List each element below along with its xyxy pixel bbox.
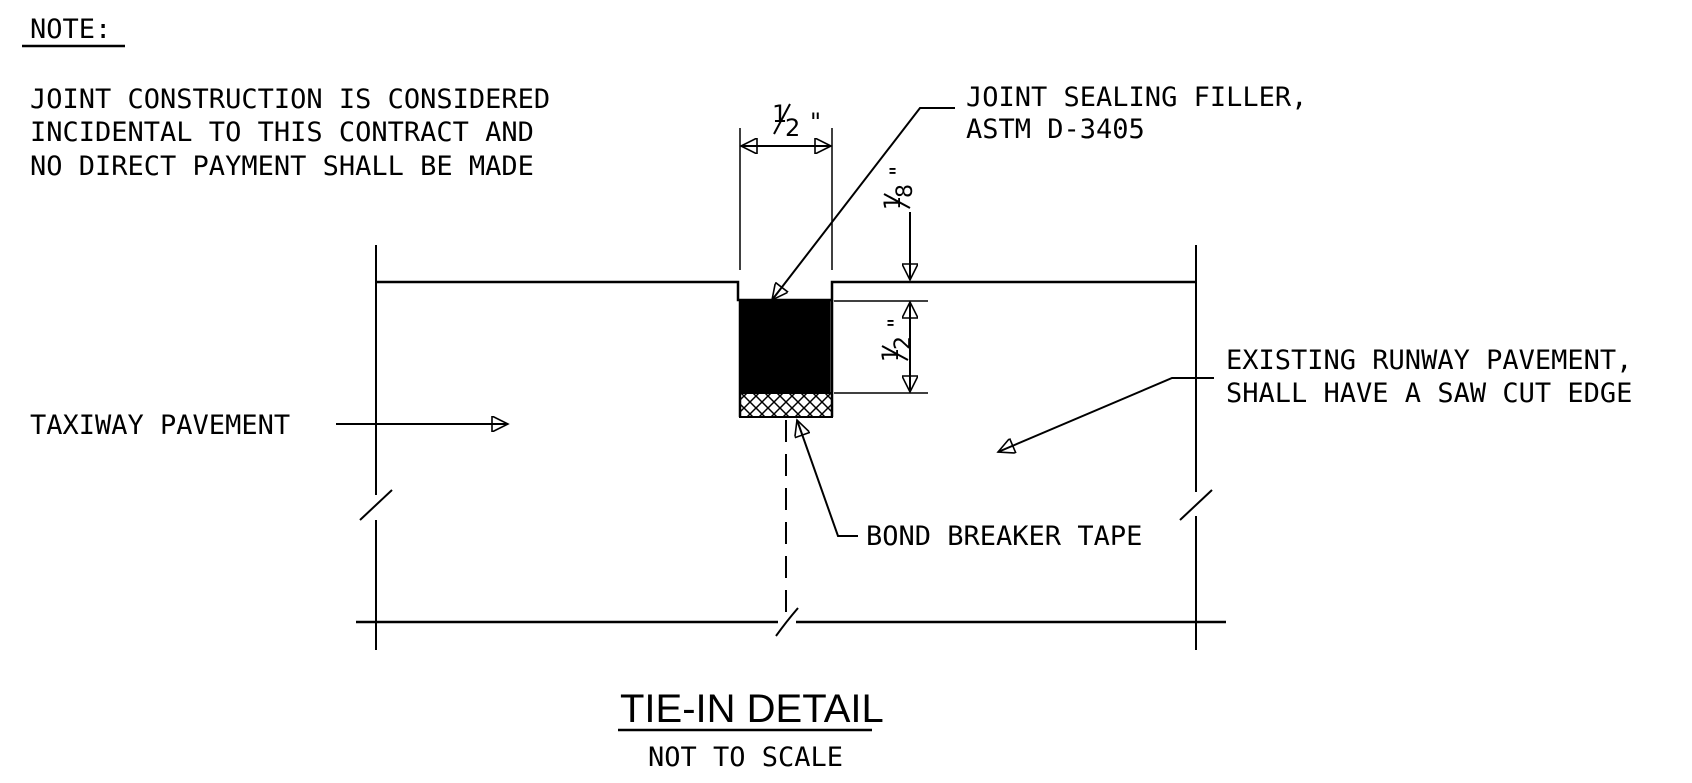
caption-subtitle: NOT TO SCALE [648,742,843,773]
recess-unit: " [887,166,912,176]
label-sealing-filler-1: JOINT SEALING FILLER, [966,82,1307,113]
label-bond-breaker: BOND BREAKER TAPE [866,521,1142,552]
seal-num: 1 [879,348,904,362]
seal-frac-bar [881,345,909,361]
bottom-break-mark [775,607,799,637]
joint-sealing-filler [739,300,831,394]
seal-depth-dimension: 1 2 " [879,318,916,362]
caption-title: TIE-IN DETAIL [620,687,884,731]
seal-unit: " [885,318,910,328]
recess-frac-bar [883,193,911,209]
left-break-mark [359,489,393,521]
bond-breaker-tape [739,392,833,418]
width-frac-bar [773,103,791,135]
recess-depth-dimension: 1 8 " [881,166,918,210]
label-existing-runway-2: SHALL HAVE A SAW CUT EDGE [1226,378,1632,409]
pavement-top-surface [376,280,1196,302]
recess-num: 1 [881,196,906,210]
label-taxiway: TAXIWAY PAVEMENT [30,410,290,441]
note-line-2: INCIDENTAL TO THIS CONTRACT AND [30,117,534,148]
label-sealing-filler-2: ASTM D-3405 [966,114,1145,145]
label-existing-runway-1: EXISTING RUNWAY PAVEMENT, [1226,345,1632,376]
width-unit: " [810,108,821,136]
note-line-1: JOINT CONSTRUCTION IS CONSIDERED [30,84,550,115]
existing-runway-leader [998,377,1214,452]
recess-den: 8 [893,184,918,198]
width-den: 2 [785,114,800,142]
note-line-3: NO DIRECT PAYMENT SHALL BE MADE [30,151,534,182]
seal-den: 2 [891,336,916,350]
bond-breaker-leader [797,420,858,537]
note-heading: NOTE: [30,14,111,45]
sealing-filler-leader [772,107,955,300]
joint-width-dimension: 1 2 " [772,100,821,142]
width-num: 1 [772,100,787,128]
right-break-mark [1179,489,1213,521]
